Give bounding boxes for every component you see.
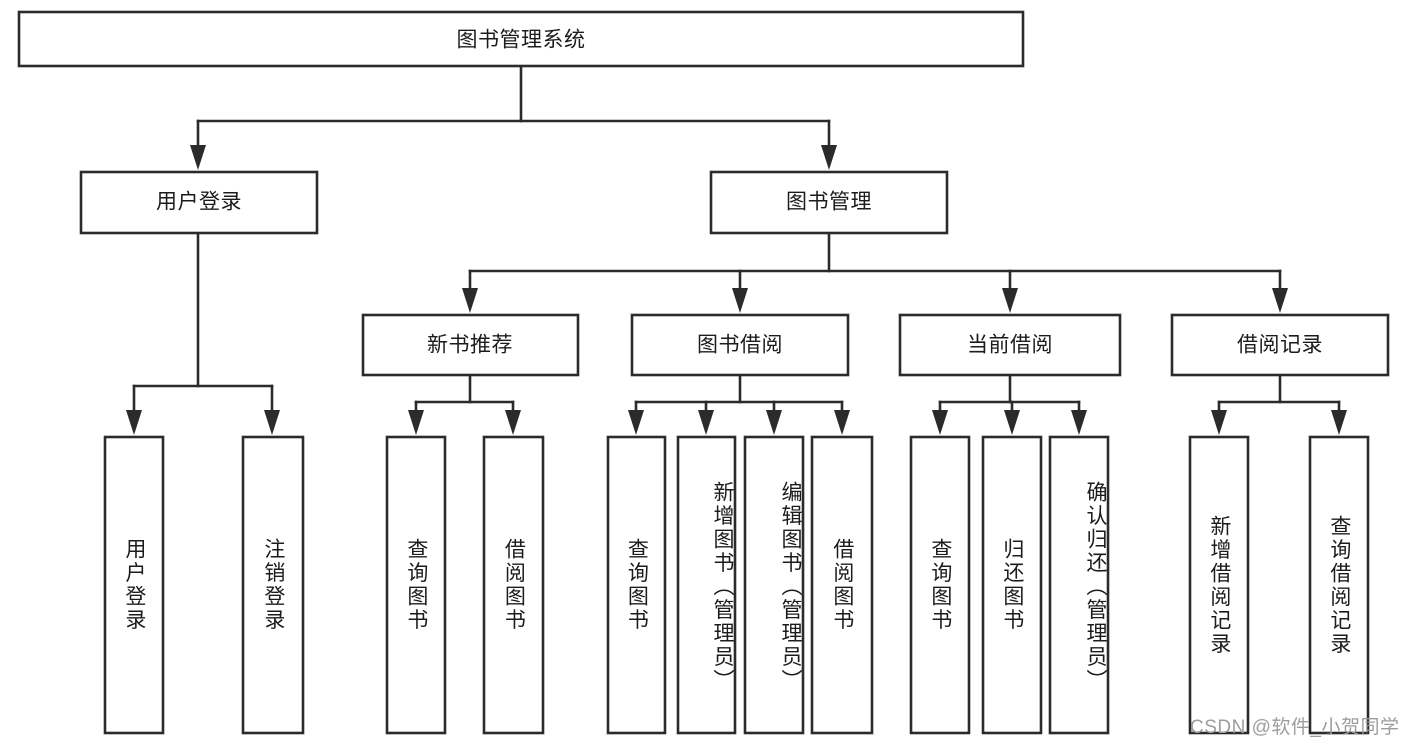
node-leaf-query-book-3-rect[interactable] bbox=[909, 435, 971, 735]
node-layer: 图书管理系统 用户登录 图书管理 新书推荐 图书借阅 当前 bbox=[17, 10, 1390, 735]
arrow-leaf-edit-book bbox=[766, 410, 782, 435]
node-current-borrow[interactable]: 当前借阅 bbox=[898, 313, 1122, 377]
arrow-leaf-add-borrow-record bbox=[1211, 410, 1227, 435]
node-leaf-query-borrow-record-rect[interactable] bbox=[1308, 435, 1370, 735]
node-borrow-record[interactable]: 借阅记录 bbox=[1170, 313, 1390, 377]
node-leaf-confirm-return-rect[interactable] bbox=[1048, 435, 1110, 735]
node-leaf-logout-login-rect[interactable] bbox=[241, 435, 305, 735]
node-leaf-query-book-1-rect[interactable] bbox=[385, 435, 447, 735]
node-new-book-recommend-label: 新书推荐 bbox=[427, 334, 513, 357]
node-borrow-record-label: 借阅记录 bbox=[1237, 334, 1323, 357]
arrow-leaf-return-book bbox=[1004, 410, 1020, 435]
arrow-leaf-logout-login bbox=[264, 410, 280, 435]
arrow-leaf-query-borrow-record bbox=[1331, 410, 1347, 435]
arrow-to-user-login bbox=[190, 145, 206, 170]
node-title-system-rect[interactable] bbox=[17, 10, 1025, 68]
arrow-leaf-borrow-book-2 bbox=[834, 410, 850, 435]
node-leaf-query-book-2-rect[interactable] bbox=[606, 435, 667, 735]
arrow-leaf-user-login bbox=[126, 410, 142, 435]
node-title-system-label: 图书管理系统 bbox=[457, 29, 586, 52]
node-leaf-user-login-rect[interactable] bbox=[103, 435, 165, 735]
arrow-leaf-add-book bbox=[698, 410, 714, 435]
node-leaf-return-book-rect[interactable] bbox=[981, 435, 1043, 735]
node-book-manage-label: 图书管理 bbox=[786, 191, 872, 214]
node-leaf-add-book-rect[interactable] bbox=[676, 435, 737, 735]
arrow-to-current-borrow bbox=[1002, 288, 1018, 313]
node-new-book-recommend-rect[interactable] bbox=[361, 313, 580, 377]
arrow-leaf-query-book-3 bbox=[932, 410, 948, 435]
arrow-to-book-manage bbox=[821, 145, 837, 170]
node-book-borrow-rect[interactable] bbox=[630, 313, 850, 377]
csdn-watermark: CSDN @软件_小贺同学 bbox=[1190, 717, 1400, 738]
node-book-borrow[interactable]: 图书借阅 bbox=[630, 313, 850, 377]
arrow-leaf-borrow-book-1 bbox=[505, 410, 521, 435]
arrow-leaf-query-book-1 bbox=[408, 410, 424, 435]
node-current-borrow-rect[interactable] bbox=[898, 313, 1122, 377]
node-leaf-edit-book-rect[interactable] bbox=[743, 435, 805, 735]
node-title-system[interactable]: 图书管理系统 bbox=[17, 10, 1025, 68]
node-book-manage[interactable]: 图书管理 bbox=[709, 170, 949, 235]
node-borrow-record-rect[interactable] bbox=[1170, 313, 1390, 377]
arrow-to-book-borrow bbox=[732, 288, 748, 313]
node-book-manage-rect[interactable] bbox=[709, 170, 949, 235]
arrow-leaf-confirm-return bbox=[1071, 410, 1087, 435]
node-leaf-borrow-book-1-rect[interactable] bbox=[482, 435, 545, 735]
node-user-login[interactable]: 用户登录 bbox=[79, 170, 319, 235]
connector-layer bbox=[126, 64, 1347, 435]
node-leaf-borrow-book-2-rect[interactable] bbox=[810, 435, 874, 735]
node-leaf-add-borrow-record-rect[interactable] bbox=[1188, 435, 1250, 735]
node-current-borrow-label: 当前借阅 bbox=[967, 334, 1053, 357]
node-user-login-rect[interactable] bbox=[79, 170, 319, 235]
node-new-book-recommend[interactable]: 新书推荐 bbox=[361, 313, 580, 377]
arrow-leaf-query-book-2 bbox=[628, 410, 644, 435]
node-book-borrow-label: 图书借阅 bbox=[697, 334, 783, 357]
arrow-to-borrow-record bbox=[1272, 288, 1288, 313]
arrow-to-new-book-recommend bbox=[462, 288, 478, 313]
node-user-login-label: 用户登录 bbox=[156, 191, 242, 214]
